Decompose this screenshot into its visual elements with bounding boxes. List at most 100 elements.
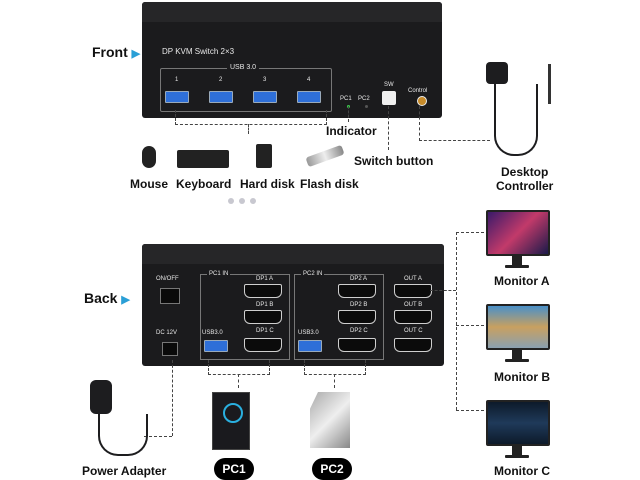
out-b-line bbox=[430, 290, 456, 292]
monitor-c-line bbox=[456, 410, 484, 412]
indicator-label: Indicator bbox=[326, 124, 377, 138]
monitor-a-image bbox=[486, 210, 550, 256]
monitor-c-base bbox=[505, 455, 529, 458]
out-b-label: OUT B bbox=[404, 302, 423, 308]
out-a-port[interactable] bbox=[394, 284, 432, 298]
dp2c-port[interactable] bbox=[338, 338, 376, 352]
dp2c-label: DP2 C bbox=[350, 328, 368, 334]
usb-port-1[interactable] bbox=[165, 91, 189, 103]
pc1-in-label: PC1 IN bbox=[207, 271, 231, 277]
controller-plug bbox=[548, 64, 551, 104]
monitor-b-line bbox=[456, 325, 484, 327]
port-number-3: 3 bbox=[263, 77, 267, 83]
usb30-label-2: USB3.0 bbox=[298, 330, 319, 336]
pc1-indicator-label: PC1 bbox=[340, 96, 352, 102]
dp2b-label: DP2 B bbox=[350, 302, 368, 308]
pc1-in-group: PC1 IN bbox=[200, 271, 290, 360]
usb30-label-1: USB3.0 bbox=[202, 330, 223, 336]
power-line bbox=[172, 360, 174, 436]
back-section-label: Back ▶ bbox=[84, 290, 130, 306]
device-top-panel bbox=[142, 2, 442, 22]
switch-button[interactable] bbox=[382, 91, 396, 105]
triangle-right-icon: ▶ bbox=[121, 294, 130, 306]
led-indicator-pc2 bbox=[365, 105, 368, 108]
dc-label: DC 12V bbox=[156, 330, 178, 336]
dp2a-port[interactable] bbox=[338, 284, 376, 298]
usb-label: USB 3.0 bbox=[227, 64, 260, 71]
device-title: DP KVM Switch 2×3 bbox=[162, 47, 235, 56]
monitor-a-base bbox=[505, 265, 529, 268]
desktop-controller-label-line1: Desktop bbox=[501, 165, 549, 179]
front-section-label: Front ▶ bbox=[92, 44, 141, 60]
out-c-port[interactable] bbox=[394, 338, 432, 352]
dp1c-port[interactable] bbox=[244, 338, 282, 352]
usb-b-port-2[interactable] bbox=[298, 340, 322, 352]
peripheral-label-mouse: Mouse bbox=[130, 177, 169, 191]
device-top-panel bbox=[142, 244, 444, 264]
pc2-in-group: PC2 IN bbox=[294, 271, 384, 360]
usb-port-group: USB 3.0 1 2 3 4 bbox=[160, 64, 332, 112]
usb-port-4[interactable] bbox=[297, 91, 321, 103]
port-number-2: 2 bbox=[219, 77, 223, 83]
dc-port[interactable] bbox=[162, 342, 178, 356]
monitor-b-label: Monitor B bbox=[494, 370, 550, 384]
on-off-label: ON/OFF bbox=[156, 276, 179, 282]
monitor-c-label: Monitor C bbox=[494, 464, 550, 478]
monitor-b-stand bbox=[512, 350, 522, 360]
pc2-in-label: PC2 IN bbox=[301, 271, 325, 277]
control-port[interactable] bbox=[417, 96, 427, 106]
monitor-a-label: Monitor A bbox=[494, 274, 550, 288]
peripheral-label-hard-disk: Hard disk bbox=[240, 177, 295, 191]
carousel-dot-2[interactable] bbox=[239, 198, 245, 204]
monitor-c-image bbox=[486, 400, 550, 446]
keyboard-icon bbox=[177, 150, 229, 168]
carousel-dot-1[interactable] bbox=[228, 198, 234, 204]
usb-bracket-line bbox=[175, 110, 327, 125]
monitor-b-base bbox=[505, 359, 529, 362]
port-number-1: 1 bbox=[175, 77, 179, 83]
dp1b-label: DP1 B bbox=[256, 302, 274, 308]
hard-disk-icon bbox=[256, 144, 272, 168]
dp1a-label: DP1 A bbox=[256, 276, 274, 282]
usb-port-3[interactable] bbox=[253, 91, 277, 103]
power-adapter-cable bbox=[98, 414, 148, 456]
dp1a-port[interactable] bbox=[244, 284, 282, 298]
usb-drop-line bbox=[248, 124, 250, 134]
indicator-line bbox=[348, 106, 350, 122]
monitor-trunk bbox=[456, 232, 485, 410]
port-number-4: 4 bbox=[307, 77, 311, 83]
pc2-pill-label: PC2 bbox=[312, 458, 352, 480]
control-label: Control bbox=[408, 88, 428, 94]
usb-port-2[interactable] bbox=[209, 91, 233, 103]
carousel-dot-3[interactable] bbox=[250, 198, 256, 204]
flash-disk-icon bbox=[305, 144, 345, 168]
power-line-h bbox=[144, 436, 172, 438]
monitor-a-line bbox=[456, 232, 484, 234]
controller-cable bbox=[494, 84, 538, 156]
usb-b-port-1[interactable] bbox=[204, 340, 228, 352]
dp1c-label: DP1 C bbox=[256, 328, 274, 334]
power-adapter-icon bbox=[90, 380, 112, 414]
switch-line bbox=[388, 106, 390, 150]
fan-icon bbox=[223, 403, 243, 423]
power-switch[interactable] bbox=[160, 288, 180, 304]
pc2-drop bbox=[334, 374, 336, 388]
kvm-front-device: DP KVM Switch 2×3 USB 3.0 1 2 3 4 PC1 PC… bbox=[142, 2, 442, 118]
out-a-label: OUT A bbox=[404, 276, 422, 282]
pc1-bracket bbox=[208, 360, 270, 375]
out-b-port[interactable] bbox=[394, 310, 432, 324]
pc1-pill-label: PC1 bbox=[214, 458, 254, 480]
desktop-controller-label-line2: Controller bbox=[496, 179, 554, 193]
kvm-back-device: ON/OFF DC 12V PC1 IN DP1 A DP1 B DP1 C U… bbox=[142, 244, 444, 366]
pc2-tower-icon bbox=[310, 392, 350, 448]
triangle-right-icon: ▶ bbox=[131, 48, 141, 60]
dp2a-label: DP2 A bbox=[350, 276, 368, 282]
control-line bbox=[419, 106, 490, 141]
peripheral-label-flash-disk: Flash disk bbox=[300, 177, 359, 191]
monitor-a-stand bbox=[512, 256, 522, 266]
dp2b-port[interactable] bbox=[338, 310, 376, 324]
mouse-icon bbox=[142, 146, 156, 168]
dp1b-port[interactable] bbox=[244, 310, 282, 324]
pc1-tower-icon bbox=[212, 392, 250, 450]
switch-button-label: Switch button bbox=[354, 154, 434, 168]
